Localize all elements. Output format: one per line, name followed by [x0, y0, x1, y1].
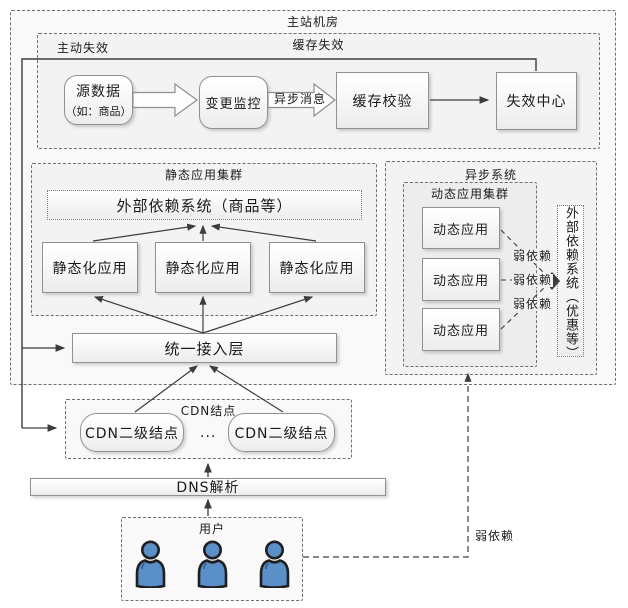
cdn-ellipsis: ...	[200, 425, 217, 441]
dynamic-app-node-2: 动态应用	[422, 258, 500, 301]
cache-verify-label: 缓存校验	[352, 93, 413, 110]
dynamic-app-node-3: 动态应用	[422, 308, 500, 351]
unified-access-layer-label: 统一接入层	[164, 339, 245, 358]
weak-dep-label-1: 弱依赖	[512, 249, 554, 263]
external-dep-goods-label: 外部依赖系统（商品等）	[116, 196, 293, 215]
dynamic-app-label-3: 动态应用	[432, 324, 489, 339]
users-box: 用户	[121, 517, 303, 601]
user-icon	[135, 540, 166, 588]
cdn-secondary-label-2: CDN二级结点	[234, 425, 329, 442]
main-datacenter-label: 主站机房	[286, 15, 339, 29]
async-message-label: 异步消息	[274, 92, 327, 106]
dynamic-app-label-1: 动态应用	[432, 222, 489, 238]
active-invalidation-label: 主动失效	[57, 41, 110, 55]
static-app-cluster-box: 静态应用集群	[31, 163, 377, 316]
dns-resolve-node: DNS解析	[30, 478, 386, 496]
users-label: 用户	[198, 522, 225, 536]
cache-verify-node: 缓存校验	[336, 72, 429, 129]
source-data-line2: （如：商品）	[65, 105, 132, 118]
weak-dep-label-3: 弱依赖	[512, 297, 554, 311]
cdn-secondary-node-2: CDN二级结点	[228, 413, 335, 452]
dynamic-app-node-1: 动态应用	[422, 207, 500, 249]
external-dep-promo-label: 外部依赖系统（优惠等）	[563, 206, 578, 360]
cache-invalidation-label: 缓存失效	[292, 38, 345, 52]
static-app-node-1: 静态化应用	[42, 242, 138, 293]
cdn-secondary-node-1: CDN二级结点	[80, 413, 184, 452]
source-data-line1: 源数据	[76, 84, 121, 100]
cdn-secondary-label-1: CDN二级结点	[84, 425, 180, 442]
change-monitor-label: 变更监控	[205, 97, 262, 112]
invalidation-center-label: 失效中心	[506, 94, 567, 110]
external-dep-goods-node: 外部依赖系统（商品等）	[47, 190, 362, 220]
user-icon	[197, 540, 228, 588]
static-app-label-2: 静态化应用	[165, 260, 241, 277]
weak-dep-label-2: 弱依赖	[512, 273, 554, 287]
external-dep-promo-node: 外部依赖系统（优惠等）	[557, 205, 584, 360]
unified-access-layer-node: 统一接入层	[72, 333, 337, 363]
static-app-node-3: 静态化应用	[269, 242, 365, 293]
invalidation-center-node: 失效中心	[496, 72, 577, 130]
dns-resolve-label: DNS解析	[176, 480, 240, 496]
source-data-node: 源数据 （如：商品）	[64, 75, 133, 125]
static-app-node-2: 静态化应用	[155, 242, 251, 293]
user-icon	[259, 540, 290, 588]
dynamic-app-cluster-label: 动态应用集群	[430, 187, 509, 201]
change-monitor-node: 变更监控	[199, 76, 268, 129]
async-system-label: 异步系统	[464, 168, 517, 182]
dynamic-app-label-2: 动态应用	[432, 274, 489, 289]
static-app-cluster-label: 静态应用集群	[164, 168, 243, 182]
weak-dep-bottom-label: 弱依赖	[475, 529, 515, 543]
static-app-label-1: 静态化应用	[52, 260, 128, 277]
static-app-label-3: 静态化应用	[279, 260, 355, 277]
